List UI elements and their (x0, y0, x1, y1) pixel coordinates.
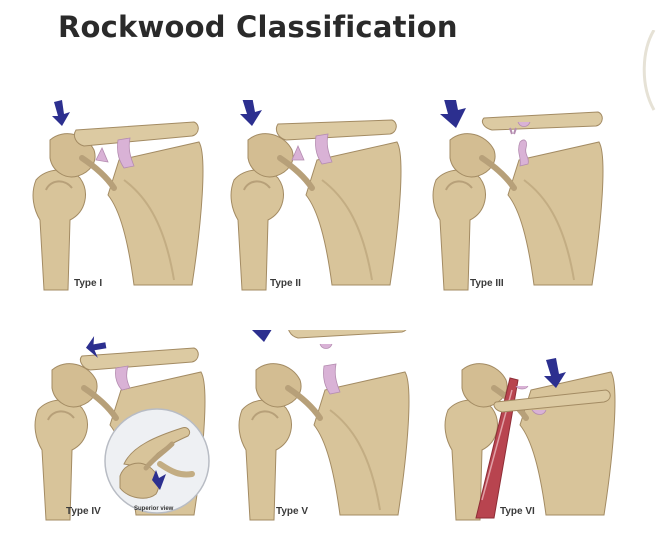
panel-type-2: Type II (222, 100, 422, 330)
inset-label: Superior view (134, 506, 174, 512)
panel-type-1: Type I (24, 100, 224, 330)
panel-type-3: Type III (424, 100, 624, 330)
type-label: Type IV (66, 506, 101, 517)
type-label: Type I (74, 278, 103, 289)
panel-type-5: Type V (230, 330, 430, 560)
type-label: Type V (276, 506, 309, 517)
type-label: Type VI (500, 506, 535, 517)
superior-view-inset (104, 408, 210, 514)
panel-type-6: Type VI (436, 330, 636, 560)
panel-type-4: Superior view Type IV (26, 330, 226, 560)
diagram-title: Rockwood Classification (58, 10, 458, 44)
shoulder-illustration (444, 358, 616, 521)
type-label: Type II (270, 278, 301, 289)
shoulder-illustration (230, 100, 402, 291)
shoulder-illustration (32, 100, 204, 291)
shoulder-illustration (432, 100, 604, 291)
shoulder-illustration (238, 330, 410, 521)
edge-decoration (642, 30, 656, 111)
type-label: Type III (470, 278, 504, 289)
